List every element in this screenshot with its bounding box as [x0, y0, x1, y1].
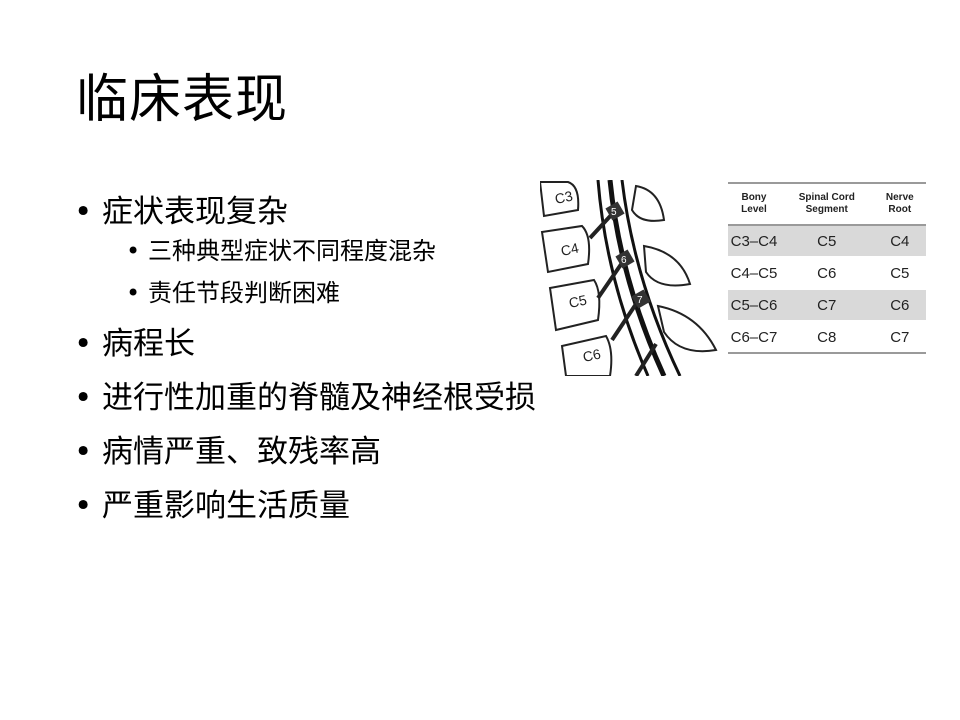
bullet-item: 病情严重、致残率高	[74, 432, 536, 486]
table-cell: C6	[779, 257, 874, 290]
table-header: Nerve Root	[873, 182, 926, 226]
sub-bullet-item: 责任节段判断困难	[74, 276, 536, 318]
bullet-item: 症状表现复杂	[74, 192, 536, 246]
sub-bullet-group: 三种典型症状不同程度混杂 责任节段判断困难	[74, 234, 536, 318]
table-row: C5–C6 C7 C6	[728, 289, 926, 322]
vertebra-label: C5	[567, 292, 588, 311]
bullet-item: 严重影响生活质量	[74, 486, 536, 540]
table-cell: C5	[779, 225, 874, 258]
vertebra-label: C3	[553, 188, 574, 207]
bullet-list: 症状表现复杂 三种典型症状不同程度混杂 责任节段判断困难 病程长 进行性加重的脊…	[74, 192, 536, 540]
table-cell: C7	[779, 289, 874, 322]
table-header: Bony Level	[728, 182, 780, 226]
vertebra-label: C4	[559, 240, 580, 259]
vertebra-c6	[560, 334, 613, 376]
cervical-spine-illustration: 5 6 7 C3 C4 C5 C6	[540, 180, 724, 376]
table-cell: C8	[779, 321, 874, 354]
slide-title: 临床表现	[76, 70, 289, 130]
vertebra-c4	[540, 224, 591, 274]
table-cell: C4	[873, 225, 926, 258]
table-cell: C6	[873, 289, 926, 322]
table-cell: C3–C4	[728, 225, 780, 258]
table-cell: C4–C5	[728, 257, 780, 290]
table-cell: C7	[873, 321, 926, 354]
nerve-number: 6	[621, 255, 627, 266]
segment-level-table: Bony Level Spinal Cord Segment Nerve Roo…	[728, 182, 926, 354]
table-cell: C6–C7	[728, 321, 780, 354]
bullet-item: 进行性加重的脊髓及神经根受损	[74, 378, 536, 432]
table-cell: C5	[873, 257, 926, 290]
table-row: C4–C5 C6 C5	[728, 257, 926, 290]
vertebra-c3	[540, 181, 580, 218]
table-header: Spinal Cord Segment	[779, 182, 874, 226]
vertebra-label: C6	[581, 346, 602, 365]
table-row: C3–C4 C5 C4	[728, 225, 926, 258]
nerve-number: 5	[611, 207, 617, 218]
table-row: C6–C7 C8 C7	[728, 321, 926, 354]
nerve-number: 7	[637, 295, 643, 306]
sub-bullet-item: 三种典型症状不同程度混杂	[74, 234, 536, 276]
table-cell: C5–C6	[728, 289, 780, 322]
bullet-item: 病程长	[74, 324, 536, 378]
